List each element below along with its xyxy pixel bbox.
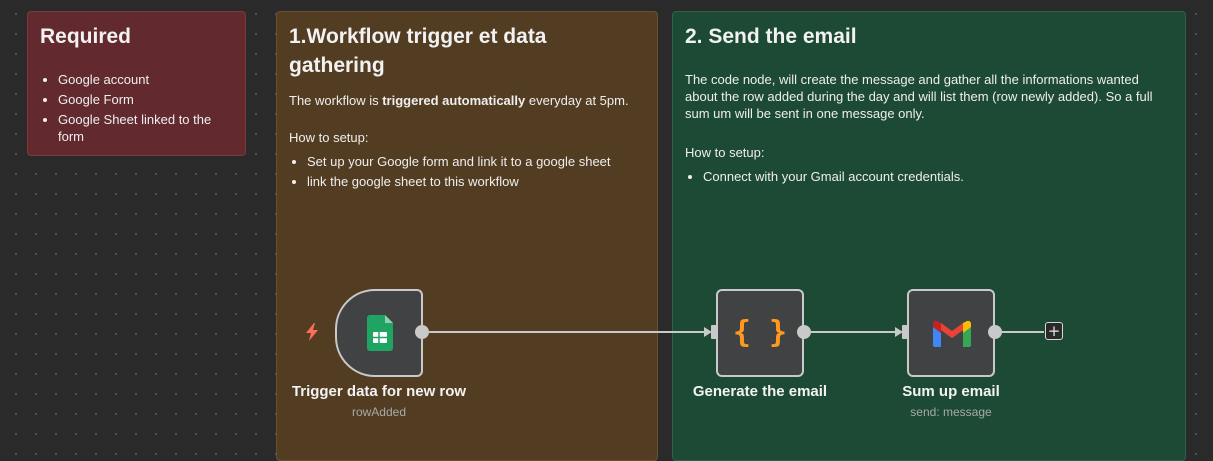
setup-list: Set up your Google form and link it to a… bbox=[289, 153, 645, 190]
plus-icon: + bbox=[1047, 322, 1061, 340]
node-gmail-send[interactable] bbox=[907, 289, 995, 377]
gmail-icon bbox=[932, 319, 972, 352]
node-google-sheets-trigger[interactable] bbox=[335, 289, 423, 377]
list-item: Google Form bbox=[58, 91, 233, 108]
output-handle[interactable] bbox=[797, 325, 811, 339]
output-handle[interactable] bbox=[415, 325, 429, 339]
input-handle[interactable] bbox=[711, 325, 717, 339]
desc-prefix: The workflow is bbox=[289, 93, 383, 108]
list-item: Google account bbox=[58, 71, 233, 88]
sticky-note-email[interactable]: 2. Send the email The code node, will cr… bbox=[672, 11, 1186, 461]
note-title: 2. Send the email bbox=[685, 25, 857, 48]
lightning-icon bbox=[304, 323, 320, 341]
code-braces-icon: { } bbox=[732, 315, 788, 350]
node-label: Generate the email bbox=[692, 383, 828, 400]
node-code-generate-email[interactable]: { } bbox=[716, 289, 804, 377]
node-label: Sum up email bbox=[902, 383, 1000, 400]
sticky-note-required[interactable]: Required Google account Google Form Goog… bbox=[27, 11, 246, 156]
sticky-note-trigger[interactable]: 1.Workflow trigger et data gathering The… bbox=[276, 11, 658, 461]
node-subtitle: rowAdded bbox=[351, 405, 407, 419]
output-handle[interactable] bbox=[988, 325, 1002, 339]
note-title: Required bbox=[40, 25, 132, 48]
list-item: Connect with your Gmail account credenti… bbox=[703, 168, 1173, 185]
note-description: The workflow is triggered automatically … bbox=[289, 92, 645, 109]
note-title: 1.Workflow trigger et data gathering bbox=[289, 25, 547, 77]
list-item: Set up your Google form and link it to a… bbox=[307, 153, 645, 170]
note-description: The code node, will create the message a… bbox=[685, 72, 1153, 121]
node-subtitle: send: message bbox=[910, 405, 992, 419]
setup-heading: How to setup: bbox=[685, 145, 765, 160]
node-label: Trigger data for new row bbox=[291, 383, 467, 400]
setup-list: Connect with your Gmail account credenti… bbox=[685, 168, 1173, 185]
desc-suffix: everyday at 5pm. bbox=[525, 93, 629, 108]
add-node-button[interactable]: + bbox=[1045, 322, 1063, 340]
requirements-list: Google account Google Form Google Sheet … bbox=[40, 71, 233, 145]
list-item: link the google sheet to this workflow bbox=[307, 173, 645, 190]
input-handle[interactable] bbox=[902, 325, 908, 339]
list-item: Google Sheet linked to the form bbox=[58, 111, 233, 145]
google-sheets-icon bbox=[367, 315, 393, 356]
desc-bold: triggered automatically bbox=[382, 93, 526, 108]
setup-heading: How to setup: bbox=[289, 130, 369, 145]
